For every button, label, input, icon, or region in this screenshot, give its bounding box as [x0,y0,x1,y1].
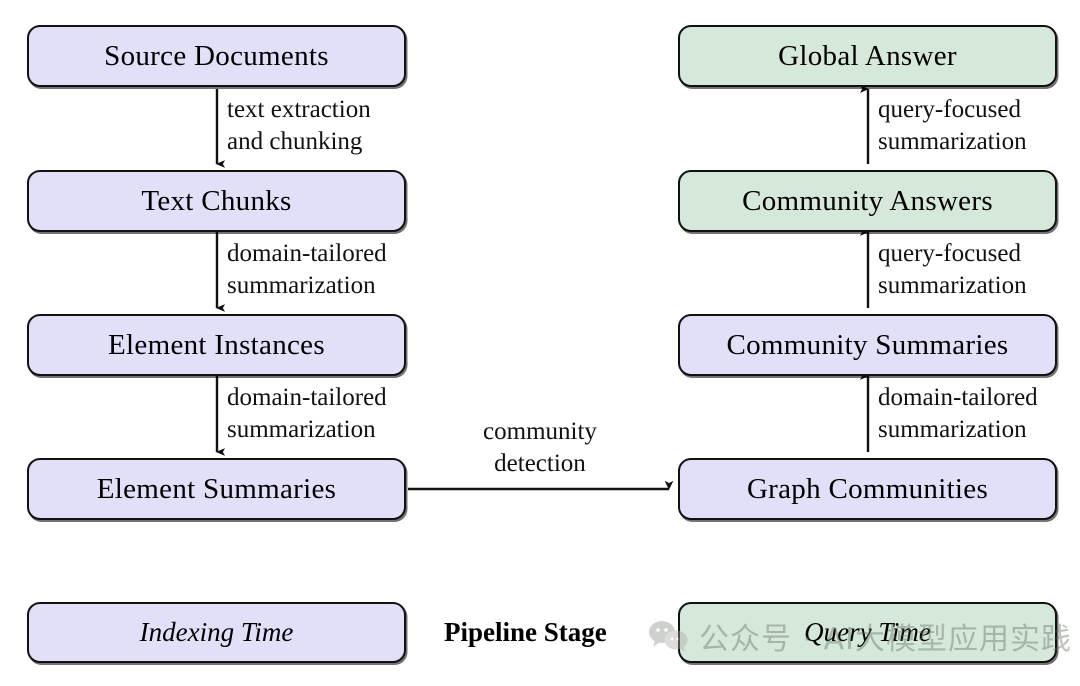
legend-indexing-label: Indexing Time [139,617,294,647]
edge-label-line2: detection [494,450,586,477]
edge-label-communities-to-csummaries: domain-tailored summarization [878,382,1038,446]
edge-label-instances-to-summaries: domain-tailored summarization [227,382,387,446]
edge-label-line1: text extraction [227,96,371,123]
node-element-summaries[interactable]: Element Summaries [27,458,406,520]
edge-label-line2: summarization [878,416,1027,443]
edge-label-line1: domain-tailored [227,384,387,411]
edge-label-source-to-chunks: text extraction and chunking [227,94,371,158]
edge-label-line2: summarization [878,272,1027,299]
node-label: Global Answer [778,39,957,72]
edge-label-line1: domain-tailored [227,240,387,267]
edge-label-line1: query-focused [878,240,1021,267]
edge-label-summaries-to-communities: community detection [452,416,628,480]
node-label: Community Summaries [726,328,1009,361]
node-graph-communities[interactable]: Graph Communities [678,458,1057,520]
edge-label-line1: query-focused [878,96,1021,123]
node-label: Element Summaries [96,472,337,505]
legend-caption-pipeline-stage: Pipeline Stage [444,617,607,648]
edge-label-line2: summarization [878,128,1027,155]
edge-label-line1: community [483,418,597,445]
edge-label-line2: summarization [227,416,376,443]
legend-indexing-time[interactable]: Indexing Time [27,602,406,663]
node-label: Graph Communities [746,472,989,505]
node-label: Source Documents [104,39,329,72]
node-text-chunks[interactable]: Text Chunks [27,170,406,232]
legend-caption-label: Pipeline Stage [444,617,607,647]
legend-query-label: Query Time [804,617,931,647]
edge-label-line1: domain-tailored [878,384,1038,411]
node-community-summaries[interactable]: Community Summaries [678,314,1057,376]
node-label: Community Answers [742,184,993,217]
edge-label-csummaries-to-canswers: query-focused summarization [878,238,1027,302]
edge-label-line2: summarization [227,272,376,299]
node-label: Element Instances [108,328,325,361]
node-source-documents[interactable]: Source Documents [27,25,406,87]
edge-label-canswers-to-global: query-focused summarization [878,94,1027,158]
edge-label-line2: and chunking [227,128,363,155]
node-label: Text Chunks [141,184,292,217]
edge-label-chunks-to-instances: domain-tailored summarization [227,238,387,302]
node-global-answer[interactable]: Global Answer [678,25,1057,87]
legend-query-time[interactable]: Query Time [678,602,1057,663]
node-community-answers[interactable]: Community Answers [678,170,1057,232]
node-element-instances[interactable]: Element Instances [27,314,406,376]
